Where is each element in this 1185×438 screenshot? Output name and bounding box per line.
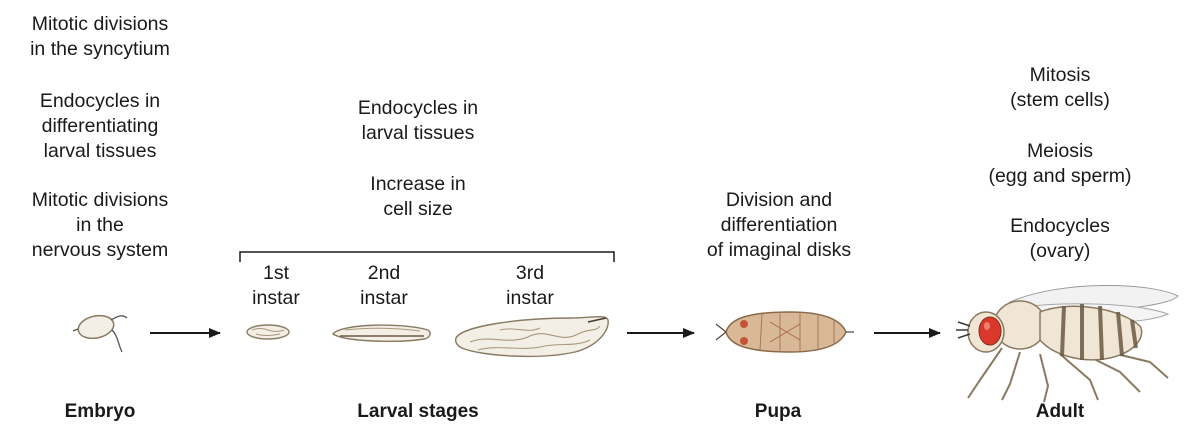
instar-label-2nd: 2nd instar [334, 261, 434, 311]
third-instar-larva [454, 316, 609, 358]
stage-label-adult: Adult [1035, 401, 1085, 422]
note-line: (ovary) [1029, 240, 1091, 262]
instar-line: instar [360, 287, 408, 309]
note-line: differentiating [41, 115, 159, 137]
instar-label-1st: 1st instar [226, 261, 326, 311]
instar-label-3rd: 3rd instar [480, 261, 580, 311]
note-line: larval tissues [43, 140, 157, 162]
embryo-note-nervous-system: Mitotic divisions in the nervous system [0, 188, 200, 263]
larval-note-cell-size: Increase in cell size [318, 172, 518, 222]
embryo-note-syncytium: Mitotic divisions in the syncytium [0, 12, 200, 62]
note-line: Mitotic divisions [31, 13, 169, 35]
embryo-note-endocycles: Endocycles in differentiating larval tis… [0, 89, 200, 164]
note-line: Increase in [370, 173, 466, 195]
note-line: Endocycles in [357, 97, 479, 119]
note-line: Endocycles [1010, 215, 1110, 237]
larval-stages-bracket [239, 251, 615, 262]
adult-fly-drawing [956, 285, 1179, 403]
note-line: in the [76, 214, 124, 236]
pupa-drawing [715, 311, 854, 353]
first-instar-larva [246, 324, 290, 340]
note-line: Meiosis [1026, 140, 1094, 162]
note-line: (egg and sperm) [988, 165, 1132, 187]
note-line: Mitosis [1029, 64, 1091, 86]
second-instar-larva [332, 324, 431, 342]
pupa-note-imaginal-disks: Division and differentiation of imaginal… [679, 188, 879, 263]
stage-label-pupa: Pupa [754, 401, 802, 422]
note-line: cell size [383, 198, 453, 220]
instar-line: instar [252, 287, 300, 309]
adult-note-endocycles: Endocycles (ovary) [960, 214, 1160, 264]
embryo-drawing [72, 314, 128, 353]
note-line: larval tissues [361, 122, 475, 144]
instar-line: 2nd [367, 262, 401, 284]
instar-line: 3rd [515, 262, 545, 284]
note-line: in the syncytium [30, 38, 170, 60]
adult-note-mitosis: Mitosis (stem cells) [960, 63, 1160, 113]
note-line: Mitotic divisions [31, 189, 169, 211]
instar-line: instar [506, 287, 554, 309]
instar-line: 1st [262, 262, 289, 284]
adult-note-meiosis: Meiosis (egg and sperm) [960, 139, 1160, 189]
larval-note-endocycles: Endocycles in larval tissues [318, 96, 518, 146]
note-line: Division and [725, 189, 833, 211]
note-line: Endocycles in [39, 90, 161, 112]
stage-label-larval: Larval stages [357, 401, 479, 422]
note-line: nervous system [31, 239, 169, 261]
note-line: of imaginal disks [706, 239, 852, 261]
note-line: differentiation [720, 214, 838, 236]
stage-label-embryo: Embryo [64, 401, 136, 422]
note-line: (stem cells) [1010, 89, 1110, 111]
